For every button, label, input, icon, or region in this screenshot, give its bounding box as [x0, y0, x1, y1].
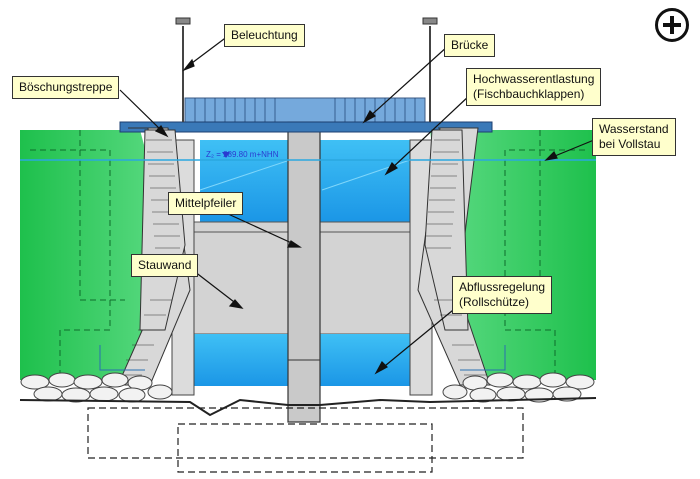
bridge-railing	[184, 97, 426, 123]
right-embankment	[430, 130, 596, 380]
water-level-marker-icon	[222, 152, 230, 158]
callout-stauwand: Stauwand	[131, 254, 199, 277]
callout-hochwasserentlastung: Hochwasserentlastung(Fischbauchklappen)	[466, 68, 602, 106]
callout-beleuchtung: Beleuchtung	[224, 24, 305, 47]
center-pier	[287, 121, 321, 423]
zoom-in-plus-icon[interactable]	[655, 8, 689, 42]
water-level-elevation: Z₂ = 289.80 m+NHN	[206, 150, 279, 159]
riprap-stones	[20, 372, 595, 403]
callout-abflussregelung: Abflussregelung(Rollschütze)	[452, 276, 553, 314]
left-embankment	[20, 130, 175, 380]
callout-boeschungstreppe: Böschungstreppe	[12, 76, 120, 99]
foundation-outline	[87, 407, 524, 473]
stair-handrails	[99, 345, 506, 371]
left-lamp-post	[175, 17, 191, 122]
ground-line	[19, 397, 597, 417]
callout-mittelpfeiler: Mittelpfeiler	[168, 192, 244, 215]
callout-bruecke: Brücke	[444, 34, 496, 57]
